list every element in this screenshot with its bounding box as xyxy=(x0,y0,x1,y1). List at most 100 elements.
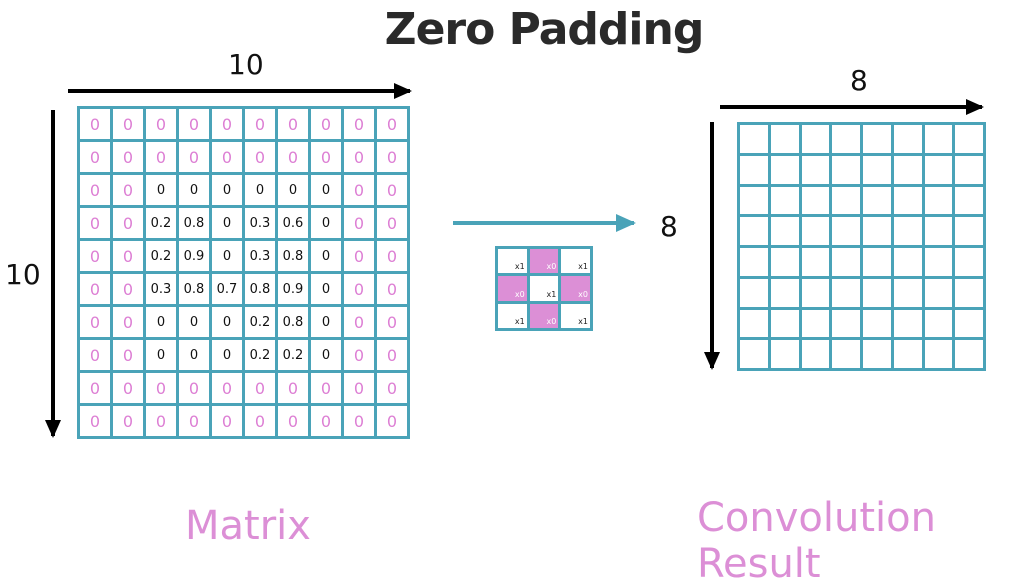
matrix-cell: 0 xyxy=(212,241,242,271)
matrix-cell: 0 xyxy=(311,109,341,139)
matrix-cell: 0 xyxy=(311,241,341,271)
result-cell xyxy=(770,217,799,245)
matrix-cell: 0 xyxy=(80,175,110,205)
matrix-cell: 0 xyxy=(113,109,143,139)
result-cell xyxy=(770,125,799,153)
result-cell xyxy=(955,340,983,368)
matrix-cell: 0 xyxy=(344,373,374,403)
result-cell xyxy=(801,186,830,215)
matrix-cell: 0 xyxy=(179,142,209,172)
arrows-layer xyxy=(45,83,984,438)
kernel-cell: x0 xyxy=(561,276,590,301)
kernel-cell: x0 xyxy=(529,303,559,328)
kernel-cell: x1 xyxy=(498,249,527,274)
matrix-cell: 0 xyxy=(377,142,407,172)
matrix-cell: 0.7 xyxy=(212,274,242,304)
matrix-cell: 0 xyxy=(245,175,275,205)
matrix-cell: 0 xyxy=(344,274,374,304)
matrix-cell: 0 xyxy=(311,307,341,337)
result-caption: Convolution Result xyxy=(697,495,936,587)
matrix-cell: 0 xyxy=(80,208,110,238)
matrix-cell: 0.8 xyxy=(179,274,209,304)
matrix-cell: 0.9 xyxy=(278,274,308,304)
result-cell xyxy=(801,309,830,338)
result-cell xyxy=(893,155,922,184)
matrix-cell: 0.8 xyxy=(245,274,275,304)
result-cell xyxy=(832,186,860,215)
result-cell xyxy=(740,340,768,368)
matrix-cell: 0 xyxy=(212,406,242,436)
result-cell xyxy=(863,340,891,368)
matrix-cell: 0 xyxy=(278,142,308,172)
kernel-cell: x0 xyxy=(498,276,527,301)
result-cell xyxy=(740,186,768,215)
result-cell xyxy=(801,217,830,245)
result-cell xyxy=(955,155,983,184)
result-cell xyxy=(832,217,860,245)
result-cell xyxy=(924,155,953,184)
matrix-cell: 0 xyxy=(113,307,143,337)
result-cell xyxy=(740,309,768,338)
matrix-cell: 0 xyxy=(278,175,308,205)
result-cell xyxy=(740,155,768,184)
matrix-cell: 0 xyxy=(80,340,110,370)
matrix-cell: 0 xyxy=(212,307,242,337)
matrix-cell: 0 xyxy=(245,373,275,403)
result-cell xyxy=(893,340,922,368)
matrix-cell: 0 xyxy=(311,208,341,238)
result-cell xyxy=(924,278,953,307)
matrix-cell: 0 xyxy=(179,307,209,337)
result-cell xyxy=(955,309,983,338)
matrix-cell: 0.2 xyxy=(146,208,176,238)
result-cell xyxy=(801,125,830,153)
result-cell xyxy=(893,278,922,307)
matrix-cell: 0.2 xyxy=(245,307,275,337)
matrix-cell: 0 xyxy=(377,307,407,337)
matrix-cell: 0 xyxy=(344,208,374,238)
matrix-cell: 0 xyxy=(311,406,341,436)
result-cell xyxy=(955,278,983,307)
matrix-caption: Matrix xyxy=(185,503,311,549)
result-cell xyxy=(863,278,891,307)
matrix-cell: 0 xyxy=(146,406,176,436)
matrix-cell: 0.8 xyxy=(278,307,308,337)
matrix-cell: 0 xyxy=(377,373,407,403)
matrix-cell: 0 xyxy=(113,142,143,172)
matrix-cell: 0.6 xyxy=(278,208,308,238)
matrix-cell: 0 xyxy=(377,340,407,370)
result-cell xyxy=(893,125,922,153)
matrix-cell: 0 xyxy=(377,274,407,304)
matrix-cell: 0 xyxy=(146,373,176,403)
matrix-cell: 0 xyxy=(344,307,374,337)
matrix-cell: 0.2 xyxy=(278,340,308,370)
matrix-cell: 0.3 xyxy=(245,208,275,238)
matrix-cell: 0 xyxy=(212,340,242,370)
kernel-cell: x1 xyxy=(529,276,559,301)
matrix-width-label: 10 xyxy=(228,48,264,81)
result-cell xyxy=(893,248,922,276)
result-cell xyxy=(924,340,953,368)
convolution-result-grid xyxy=(737,122,986,371)
matrix-cell: 0 xyxy=(377,109,407,139)
matrix-cell: 0 xyxy=(113,406,143,436)
matrix-cell: 0 xyxy=(278,406,308,436)
matrix-cell: 0 xyxy=(146,109,176,139)
result-cell xyxy=(924,125,953,153)
result-cell xyxy=(770,340,799,368)
matrix-cell: 0 xyxy=(146,340,176,370)
result-cell xyxy=(770,309,799,338)
result-cell xyxy=(770,278,799,307)
matrix-cell: 0 xyxy=(212,373,242,403)
matrix-cell: 0 xyxy=(80,307,110,337)
result-cell xyxy=(801,278,830,307)
matrix-cell: 0 xyxy=(179,340,209,370)
result-cell xyxy=(740,248,768,276)
matrix-cell: 0 xyxy=(245,406,275,436)
matrix-cell: 0 xyxy=(245,109,275,139)
result-cell xyxy=(955,217,983,245)
matrix-cell: 0 xyxy=(377,208,407,238)
matrix-cell: 0 xyxy=(80,142,110,172)
matrix-cell: 0 xyxy=(377,406,407,436)
result-cell xyxy=(863,155,891,184)
matrix-cell: 0.3 xyxy=(146,274,176,304)
